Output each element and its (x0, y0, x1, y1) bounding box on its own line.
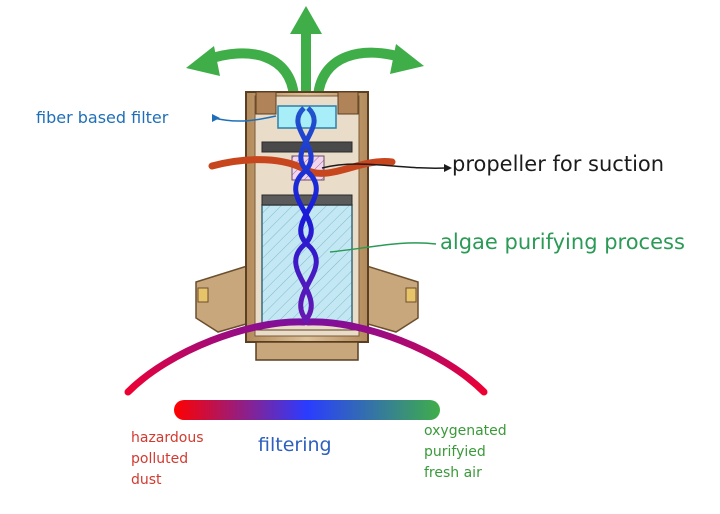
legend-right-line: purifyied (424, 444, 486, 460)
hazardous-dust-label: hazardous polluted dust (131, 428, 204, 491)
outflow-arrow-right (313, 47, 409, 101)
inflow-arc-right (304, 318, 488, 396)
arrow-left-head (186, 46, 220, 76)
fiber-filter (277, 105, 337, 129)
algae-label: algae purifying process (440, 230, 685, 254)
legend-right-line: oxygenated (424, 423, 507, 439)
legend-left-line: hazardous (131, 430, 204, 446)
outflow-arrows (186, 6, 424, 101)
legend-right-line: fresh air (424, 465, 482, 481)
outflow-arrow-left (201, 48, 299, 101)
airflow-helix (293, 106, 319, 324)
legend-left-line: dust (131, 472, 162, 488)
fiber-filter-leader (213, 115, 277, 122)
inflow-arc-left (124, 318, 308, 396)
arrow-up-head (290, 6, 322, 34)
legend-left-line: polluted (131, 451, 189, 467)
arrow-right-head (390, 44, 424, 74)
housing-bottom (255, 341, 359, 361)
filtering-label: filtering (258, 434, 332, 456)
housing-top-cap (255, 91, 277, 115)
fresh-air-label: oxygenated purifyied fresh air (424, 421, 507, 484)
propeller-leader (321, 163, 447, 169)
algae-leader (329, 242, 437, 253)
fiber-filter-label: fiber based filter (36, 108, 169, 127)
filtering-gradient-bar (174, 400, 440, 420)
algae-tank (261, 204, 353, 324)
leader-lines (212, 114, 452, 253)
propeller-label: propeller for suction (452, 152, 665, 176)
